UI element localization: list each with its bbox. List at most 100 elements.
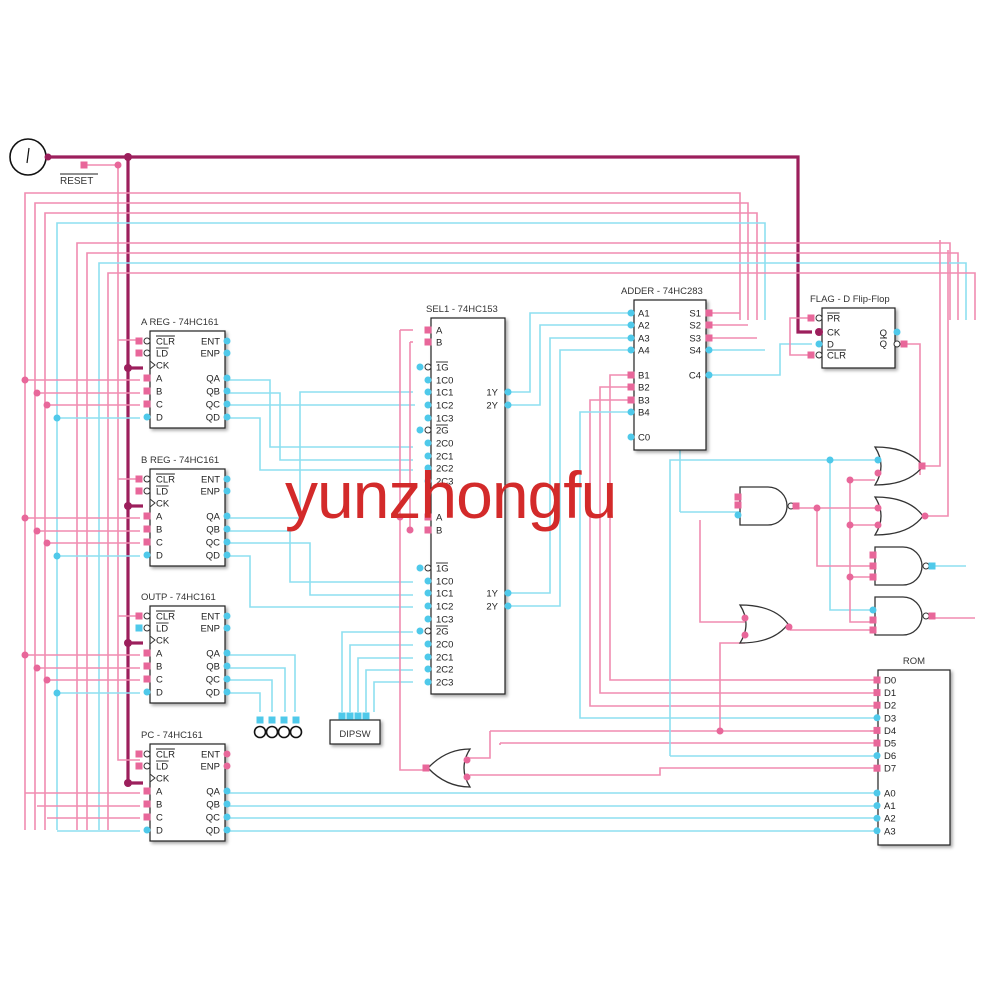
pin-terminal[interactable]	[223, 337, 231, 345]
pin-terminal[interactable]	[873, 814, 881, 822]
pin-terminal[interactable]	[80, 161, 88, 169]
pin-terminal[interactable]	[424, 338, 432, 346]
pin-terminal[interactable]	[223, 551, 231, 559]
pin-terminal[interactable]	[627, 346, 635, 354]
pin-terminal[interactable]	[416, 564, 424, 572]
pin-terminal[interactable]	[135, 762, 143, 770]
areg-chip[interactable]	[149, 330, 226, 429]
pin-terminal[interactable]	[223, 675, 231, 683]
pin-terminal[interactable]	[143, 662, 151, 670]
pin-terminal[interactable]	[143, 826, 151, 834]
pin-terminal[interactable]	[705, 334, 713, 342]
pin-terminal[interactable]	[135, 487, 143, 495]
breg-chip[interactable]	[149, 468, 226, 567]
pin-terminal[interactable]	[223, 813, 231, 821]
pin-terminal[interactable]	[416, 426, 424, 434]
pin-terminal[interactable]	[873, 764, 881, 772]
pin-terminal[interactable]	[424, 665, 432, 673]
pin-terminal[interactable]	[362, 712, 370, 720]
pin-terminal[interactable]	[807, 314, 815, 322]
pin-terminal[interactable]	[416, 627, 424, 635]
pin-terminal[interactable]	[143, 787, 151, 795]
pin-terminal[interactable]	[734, 511, 742, 519]
pin-terminal[interactable]	[280, 716, 288, 724]
pin-terminal[interactable]	[223, 374, 231, 382]
pin-terminal[interactable]	[807, 351, 815, 359]
pin-terminal[interactable]	[135, 475, 143, 483]
pin-terminal[interactable]	[874, 469, 882, 477]
pin-terminal[interactable]	[705, 321, 713, 329]
pin-terminal[interactable]	[223, 525, 231, 533]
pin-terminal[interactable]	[223, 800, 231, 808]
pin-terminal[interactable]	[143, 551, 151, 559]
pin-terminal[interactable]	[869, 562, 877, 570]
pin-terminal[interactable]	[873, 726, 881, 734]
pin-terminal[interactable]	[223, 400, 231, 408]
pin-terminal[interactable]	[627, 334, 635, 342]
pin-terminal[interactable]	[785, 623, 793, 631]
pin-terminal[interactable]	[424, 640, 432, 648]
pin-terminal[interactable]	[424, 602, 432, 610]
pin-terminal[interactable]	[792, 502, 800, 510]
pin-terminal[interactable]	[869, 551, 877, 559]
pin-terminal[interactable]	[463, 773, 471, 781]
pin-terminal[interactable]	[424, 477, 432, 485]
pin-terminal[interactable]	[143, 675, 151, 683]
pin-terminal[interactable]	[627, 383, 635, 391]
pin-terminal[interactable]	[873, 789, 881, 797]
pin-terminal[interactable]	[143, 800, 151, 808]
pin-terminal[interactable]	[504, 602, 512, 610]
pin-terminal[interactable]	[268, 716, 276, 724]
pin-terminal[interactable]	[143, 400, 151, 408]
pin-terminal[interactable]	[346, 712, 354, 720]
pin-terminal[interactable]	[422, 764, 430, 772]
pin-terminal[interactable]	[354, 712, 362, 720]
pin-terminal[interactable]	[223, 387, 231, 395]
pin-terminal[interactable]	[873, 689, 881, 697]
pin-terminal[interactable]	[705, 309, 713, 317]
pin-terminal[interactable]	[143, 512, 151, 520]
pin-terminal[interactable]	[873, 802, 881, 810]
pin-terminal[interactable]	[143, 387, 151, 395]
pin-terminal[interactable]	[627, 321, 635, 329]
or-gate-icon[interactable]	[873, 446, 924, 486]
or-gate-icon[interactable]	[738, 604, 789, 644]
pin-terminal[interactable]	[873, 739, 881, 747]
pin-terminal[interactable]	[627, 371, 635, 379]
pin-terminal[interactable]	[135, 750, 143, 758]
pin-terminal[interactable]	[143, 374, 151, 382]
pin-terminal[interactable]	[900, 340, 908, 348]
outp-chip[interactable]	[149, 605, 226, 704]
pin-terminal[interactable]	[627, 309, 635, 317]
pin-terminal[interactable]	[424, 615, 432, 623]
pin-terminal[interactable]	[223, 487, 231, 495]
pin-terminal[interactable]	[256, 716, 264, 724]
pin-terminal[interactable]	[135, 624, 143, 632]
pin-terminal[interactable]	[223, 624, 231, 632]
pin-terminal[interactable]	[424, 452, 432, 460]
pin-terminal[interactable]	[869, 626, 877, 634]
pin-terminal[interactable]	[292, 716, 300, 724]
pin-terminal[interactable]	[223, 512, 231, 520]
pin-terminal[interactable]	[424, 589, 432, 597]
pin-terminal[interactable]	[627, 396, 635, 404]
pin-terminal[interactable]	[424, 577, 432, 585]
pin-terminal[interactable]	[705, 346, 713, 354]
pin-terminal[interactable]	[424, 653, 432, 661]
or-gate-icon[interactable]	[427, 748, 472, 788]
pin-terminal[interactable]	[135, 349, 143, 357]
nand-gate-icon[interactable]	[874, 546, 923, 586]
pin-terminal[interactable]	[416, 363, 424, 371]
pin-terminal[interactable]	[734, 501, 742, 509]
pin-terminal[interactable]	[135, 337, 143, 345]
pin-terminal[interactable]	[223, 413, 231, 421]
pin-terminal[interactable]	[424, 464, 432, 472]
pin-terminal[interactable]	[143, 688, 151, 696]
pin-terminal[interactable]	[921, 512, 929, 520]
pin-terminal[interactable]	[893, 328, 901, 336]
pin-terminal[interactable]	[928, 562, 936, 570]
pin-terminal[interactable]	[869, 573, 877, 581]
or-gate-icon[interactable]	[873, 496, 924, 536]
pin-terminal[interactable]	[424, 439, 432, 447]
pin-terminal[interactable]	[223, 762, 231, 770]
